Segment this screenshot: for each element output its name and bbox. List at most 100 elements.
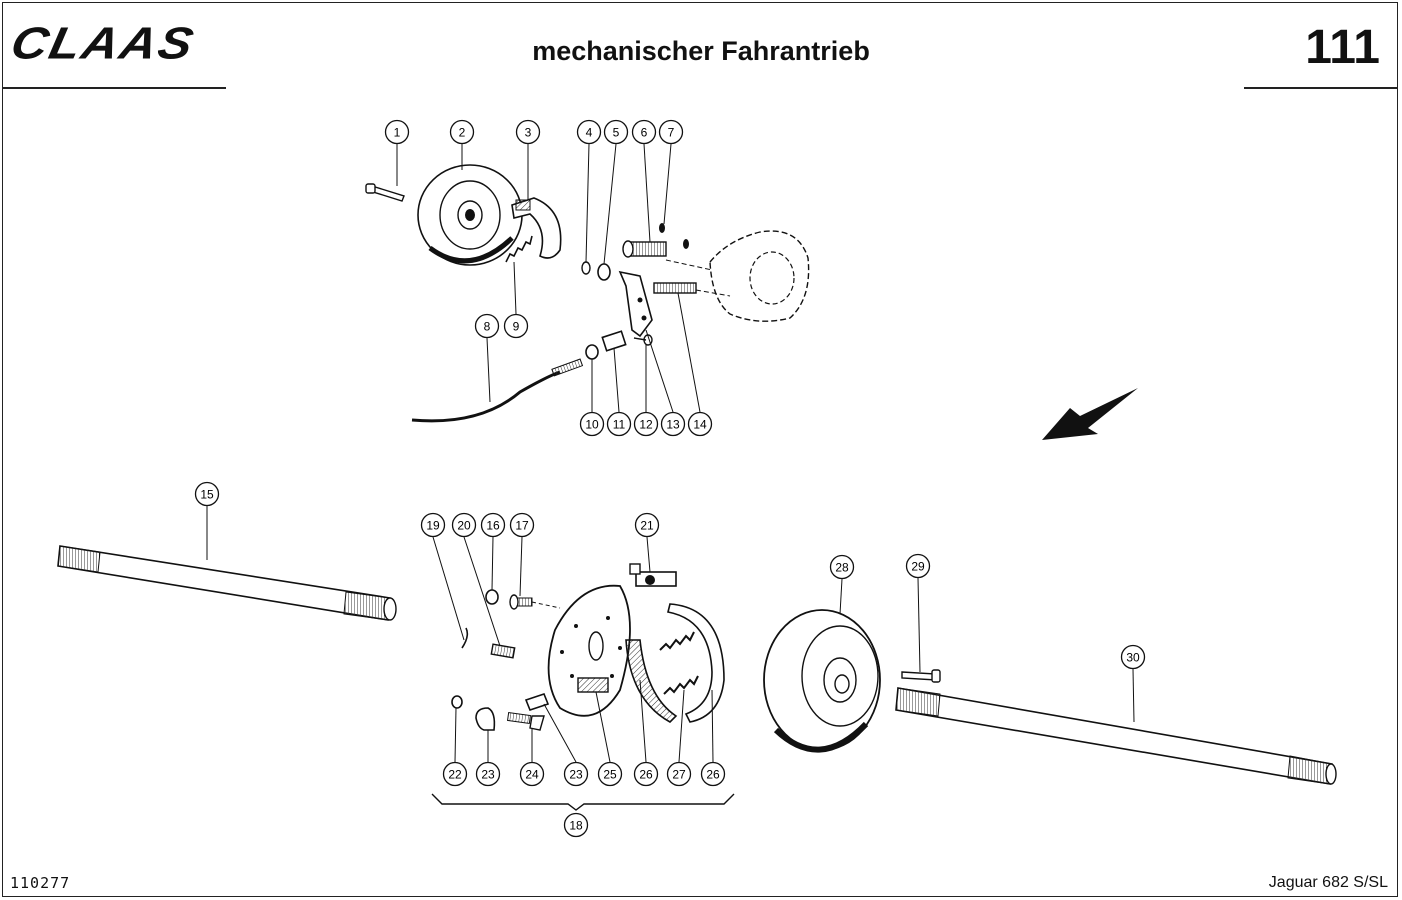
page-title: mechanischer Fahrantrieb xyxy=(532,36,870,66)
part-25-adjuster xyxy=(577,677,609,693)
callout-14: 14 xyxy=(687,411,713,437)
part-18-group-bracket xyxy=(431,793,735,811)
callout-label: 25 xyxy=(603,768,617,782)
brake-backing-plate xyxy=(547,584,631,717)
model-designation: Jaguar 682 S/SL xyxy=(1268,874,1388,891)
callout-18: 18 xyxy=(563,812,589,838)
callout-2: 2 xyxy=(449,119,475,145)
callout-label: 3 xyxy=(525,126,532,140)
callout-label: 23 xyxy=(481,768,495,782)
part-22-nut xyxy=(451,695,463,709)
part-10-nut xyxy=(585,344,599,360)
direction-arrow xyxy=(1042,388,1138,440)
callout-label: 10 xyxy=(585,418,599,432)
callout-1: 1 xyxy=(384,119,410,145)
part-4-washer xyxy=(581,261,591,275)
part-11-clevis xyxy=(601,330,627,352)
part-16-nut xyxy=(485,589,499,605)
part-6-bolt xyxy=(622,240,667,258)
part-23-cap xyxy=(475,693,550,731)
part-30-axle-shaft xyxy=(895,687,1337,785)
callout-22: 22 xyxy=(442,761,468,787)
callout-label: 28 xyxy=(835,561,849,575)
part-7-pin xyxy=(659,223,689,249)
part-8-cable xyxy=(411,358,584,423)
callout-3: 3 xyxy=(515,119,541,145)
callout-label: 22 xyxy=(448,768,462,782)
callout-label: 5 xyxy=(613,126,620,140)
header-rule-left xyxy=(2,87,226,89)
part-27-return-springs xyxy=(659,631,699,695)
callout-6: 6 xyxy=(631,119,657,145)
callout-21: 21 xyxy=(634,512,660,538)
part-15-axle-shaft xyxy=(57,545,397,621)
part-19-clip xyxy=(461,627,469,649)
part-9-spring xyxy=(505,235,533,263)
callout-26b: 26 xyxy=(700,761,726,787)
callout-label: 18 xyxy=(569,819,583,833)
callout-20: 20 xyxy=(451,512,477,538)
part-20-spring xyxy=(490,643,516,659)
callout-label: 19 xyxy=(426,519,440,533)
callout-label: 16 xyxy=(486,519,500,533)
callout-30: 30 xyxy=(1120,644,1146,670)
callout-label: 11 xyxy=(613,418,626,432)
callout-29: 29 xyxy=(905,553,931,579)
callout-26a: 26 xyxy=(633,761,659,787)
callout-13: 13 xyxy=(660,411,686,437)
part-14-shaft xyxy=(653,282,697,294)
callout-23a: 23 xyxy=(475,761,501,787)
part-5-washer xyxy=(597,263,611,281)
callout-24: 24 xyxy=(519,761,545,787)
callout-28: 28 xyxy=(829,554,855,580)
part-29-pin xyxy=(901,669,941,683)
header-rule-right xyxy=(1244,87,1398,89)
callout-12: 12 xyxy=(633,411,659,437)
callout-label: 26 xyxy=(639,768,653,782)
callout-15: 15 xyxy=(194,481,220,507)
callout-17: 17 xyxy=(509,512,535,538)
callout-label: 4 xyxy=(586,126,593,140)
callout-label: 17 xyxy=(515,519,529,533)
gear-housing-outline xyxy=(665,230,810,322)
callout-label: 26 xyxy=(706,768,720,782)
callout-label: 8 xyxy=(484,320,491,334)
callout-label: 12 xyxy=(639,418,653,432)
part-2-brake-drum xyxy=(417,164,523,266)
part-13-lever xyxy=(618,270,653,338)
part-3-brake-shoe xyxy=(511,197,562,259)
part-21-wheel-cylinder xyxy=(629,563,677,587)
part-26-brake-shoes xyxy=(625,603,725,723)
part-28-brake-drum xyxy=(763,609,881,753)
callout-label: 7 xyxy=(668,126,675,140)
part-1-pin xyxy=(365,183,405,202)
callout-16: 16 xyxy=(480,512,506,538)
callout-19: 19 xyxy=(420,512,446,538)
callout-label: 2 xyxy=(459,126,466,140)
callout-5: 5 xyxy=(603,119,629,145)
callout-label: 23 xyxy=(569,768,583,782)
callout-25: 25 xyxy=(597,761,623,787)
callout-11: 11 xyxy=(606,411,632,437)
callout-label: 29 xyxy=(911,560,925,574)
callout-7: 7 xyxy=(658,119,684,145)
callout-label: 14 xyxy=(693,418,707,432)
callout-8: 8 xyxy=(474,313,500,339)
callout-23b: 23 xyxy=(563,761,589,787)
leader-lines xyxy=(206,143,1135,763)
callout-27: 27 xyxy=(666,761,692,787)
callout-9: 9 xyxy=(503,313,529,339)
part-17-bolt xyxy=(509,594,561,610)
callout-label: 30 xyxy=(1126,651,1140,665)
callout-label: 21 xyxy=(640,519,654,533)
callout-label: 24 xyxy=(525,768,539,782)
callout-label: 1 xyxy=(394,126,401,140)
callout-10: 10 xyxy=(579,411,605,437)
callout-label: 27 xyxy=(672,768,686,782)
callout-label: 6 xyxy=(641,126,648,140)
document-number: 110277 xyxy=(10,874,71,892)
callout-label: 9 xyxy=(513,320,520,334)
part-24-screw xyxy=(506,711,545,731)
